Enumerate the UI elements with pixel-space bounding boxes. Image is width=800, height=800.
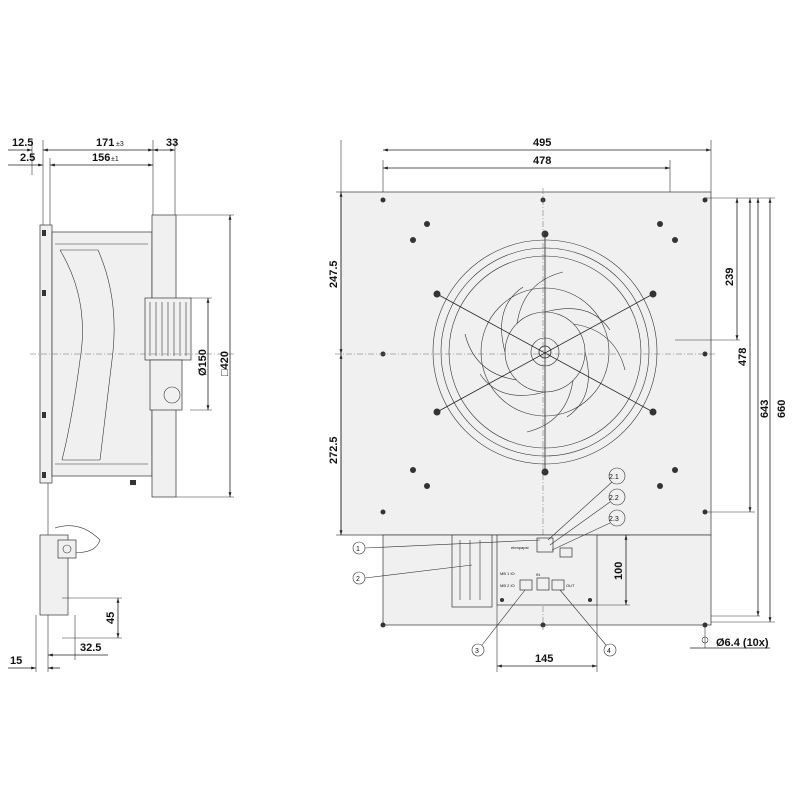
motor-fins [149,302,187,356]
svg-text:1: 1 [356,546,360,553]
dim-15: 15 [10,655,22,667]
box-label-out: OUT [566,583,575,588]
brand-label: ebmpapst [511,545,529,550]
dim-hole: Ø6.4 (10x) [716,637,769,649]
svg-text:2.1: 2.1 [609,474,619,481]
dim-239: 239 [724,268,736,286]
callout-3: 3 [471,589,526,657]
svg-text:4: 4 [607,648,611,655]
front-view: 495 478 [328,137,788,672]
dim-2-5: 2.5 [20,152,35,164]
svg-text:2.3: 2.3 [609,516,619,523]
dim-495: 495 [533,137,551,149]
dim-100: 100 [613,562,625,580]
dim-156-tol: ±1 [111,156,119,163]
dim-dia-150: Ø150 [197,349,209,376]
dim-478-top: 478 [533,155,551,167]
dim-145: 145 [535,653,553,665]
side-view: 12.5 171 ±3 33 2.5 156 ±1 [8,137,235,672]
dim-156: 156 [92,152,110,164]
callout-2-3: 2.3 [551,509,626,551]
callout-2-2: 2.2 [549,488,626,546]
dim-171: 171 [96,137,114,149]
box-label-mb2: MB 2 IO [500,583,515,588]
dim-sq-420: □420 [219,351,231,376]
dim-660: 660 [776,400,788,418]
dim-272-5: 272.5 [328,436,340,464]
svg-text:2.2: 2.2 [609,495,619,502]
dim-12-5: 12.5 [12,137,33,149]
dim-33: 33 [166,137,178,149]
callout-4: 4 [559,589,617,657]
dim-478-right: 478 [737,348,749,366]
callout-2: 2 [352,564,473,585]
dim-171-tol: ±3 [116,141,124,148]
svg-text:2: 2 [356,576,360,583]
dim-32-5: 32.5 [80,642,101,654]
dim-643: 643 [759,400,771,418]
dim-45: 45 [105,612,117,624]
svg-text:3: 3 [475,648,479,655]
callout-2-1: 2.1 [547,467,626,541]
impeller-blades [464,271,626,433]
box-label-in: IN [536,572,540,577]
callout-1: 1 [352,539,541,555]
box-label-mb1: MB 1 IO [500,571,515,576]
dim-247-5: 247.5 [328,260,340,288]
